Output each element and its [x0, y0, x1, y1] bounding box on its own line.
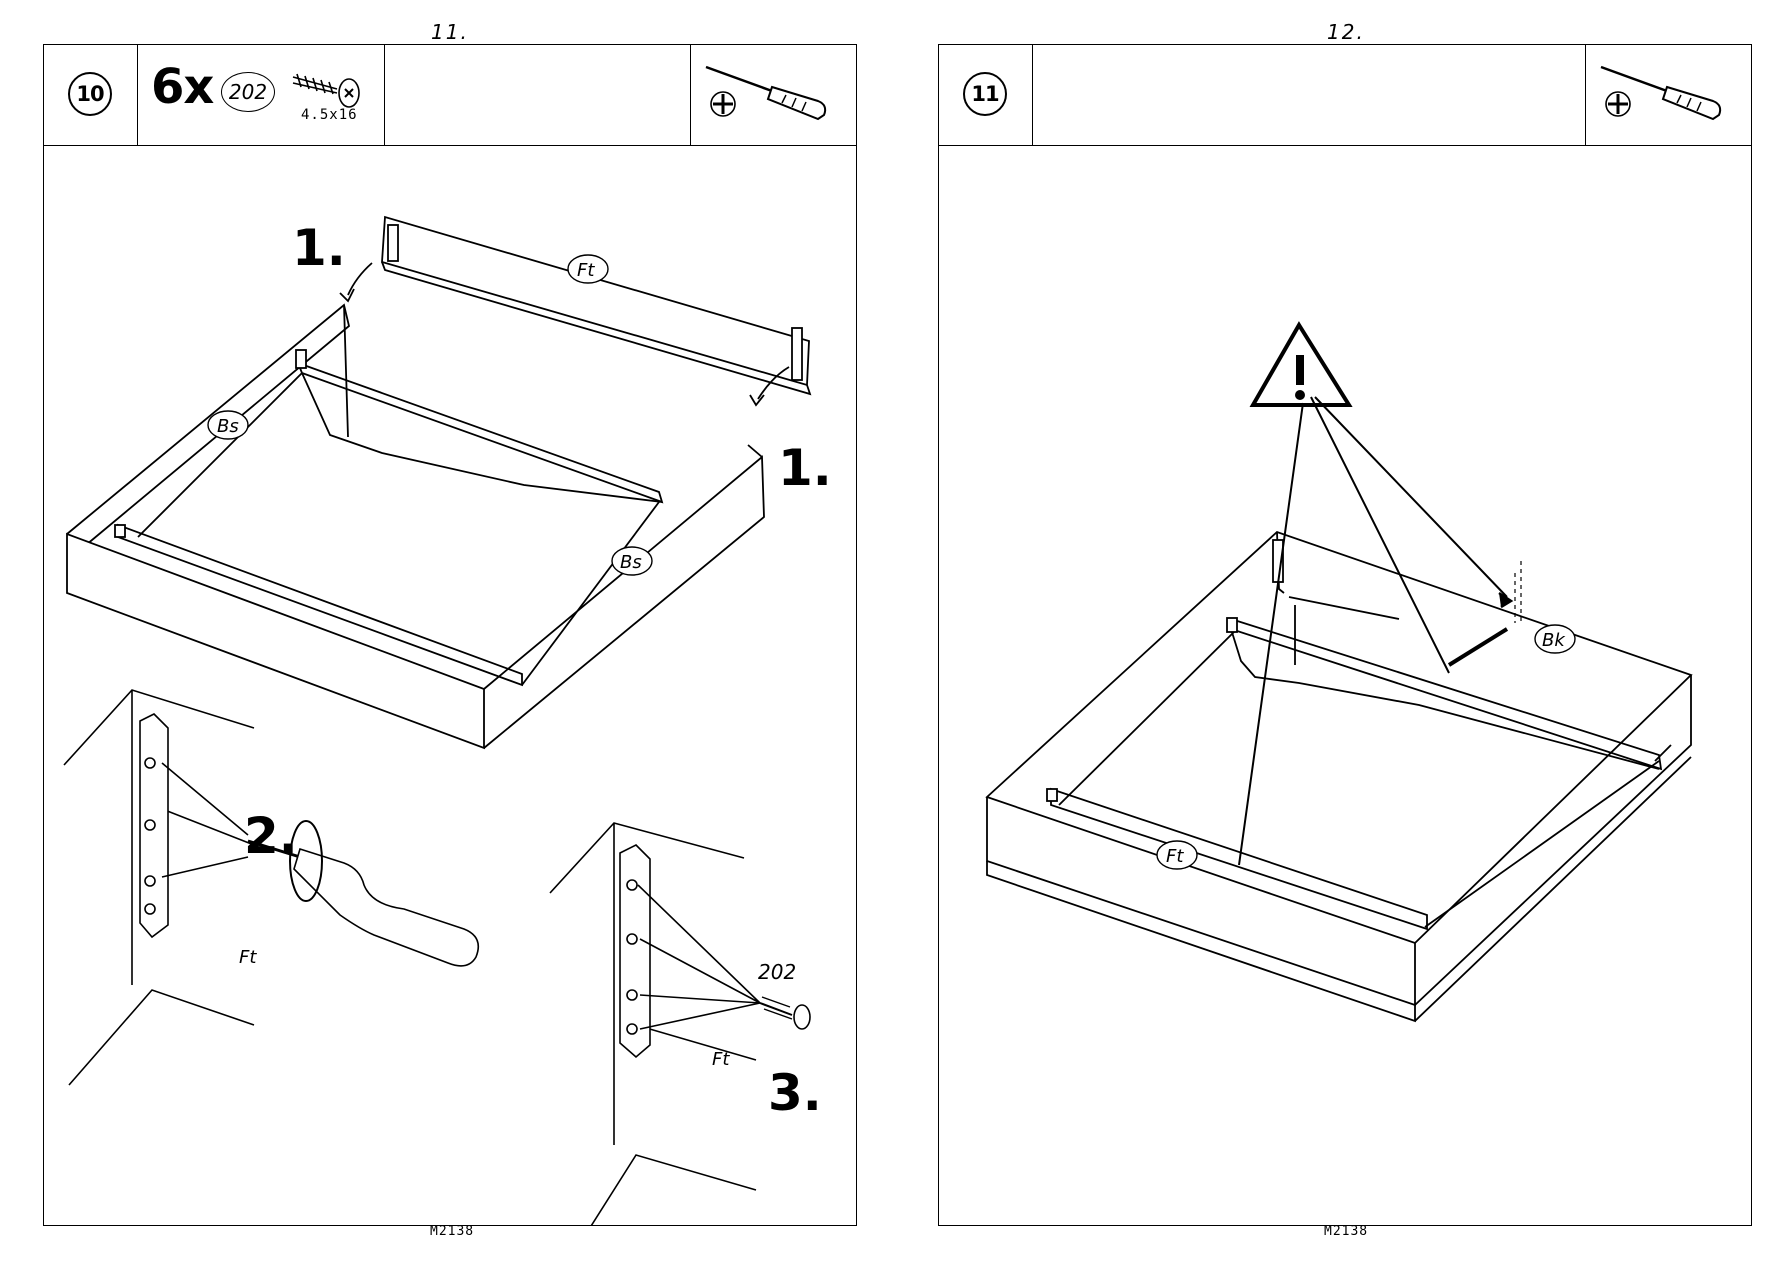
blank-cell-right — [1032, 45, 1586, 145]
instruction-panel-right: 11 — [938, 44, 1752, 1226]
quantity-label: 6x — [151, 59, 214, 115]
instruction-panel-left: 10 6x 202 4.5x16 — [43, 44, 857, 1226]
footer-code-right: M2138 — [1324, 1224, 1369, 1239]
phillips-drive-icon — [1605, 91, 1631, 117]
label-202-detail3: 202 — [758, 960, 796, 984]
footer-code-left: M2138 — [430, 1224, 475, 1239]
screw-size-label: 4.5x16 — [301, 107, 358, 123]
page-number-left: 11. — [431, 20, 469, 44]
tool-cell-right — [1585, 45, 1751, 145]
label-ft: Ft — [577, 260, 595, 281]
label-bs-left: Bs — [217, 416, 239, 437]
step-label-1b: 1. — [778, 439, 832, 497]
step-label-3: 3. — [768, 1064, 822, 1122]
assembly-drawing-left: Ft Bs Bs 1. 1. 2. 3. Ft — [63, 215, 832, 1225]
step-number: 10 — [68, 72, 112, 116]
screw-icon — [292, 73, 360, 108]
step-cell: 10 — [44, 45, 138, 145]
label-bk: Bk — [1542, 630, 1566, 651]
step-cell-right: 11 — [939, 45, 1033, 145]
phillips-drive-icon — [710, 91, 736, 117]
step-header: 10 6x 202 4.5x16 — [44, 45, 856, 146]
label-ft-detail3: Ft — [712, 1049, 730, 1070]
assembly-drawing-right: Bk Ft — [985, 321, 1693, 1023]
part-number-badge: 202 — [221, 72, 275, 112]
page-number-right: 12. — [1327, 20, 1365, 44]
hardware-cell: 6x 202 4.5x16 — [137, 45, 385, 145]
label-ft-detail2: Ft — [239, 947, 257, 968]
screwdriver-icon — [1600, 65, 1722, 121]
step-label-1a: 1. — [292, 219, 346, 277]
step-header-right: 11 — [939, 45, 1751, 146]
blank-cell — [384, 45, 691, 145]
step-label-2: 2. — [244, 807, 298, 865]
screwdriver-icon — [705, 65, 827, 121]
label-bs-right: Bs — [620, 552, 642, 573]
step-number-right: 11 — [963, 72, 1007, 116]
tool-cell — [690, 45, 856, 145]
label-ft-right: Ft — [1166, 846, 1184, 867]
